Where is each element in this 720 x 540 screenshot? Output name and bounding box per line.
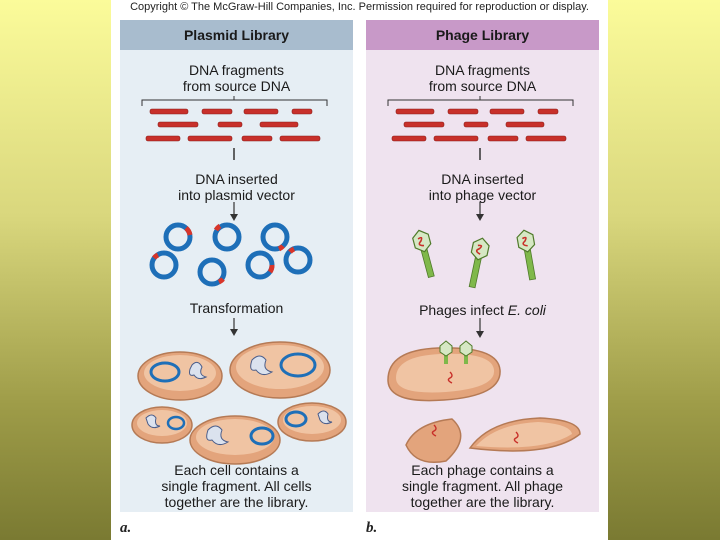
step-phage-infection-label: Phages infect E. coli [419,302,546,318]
figure-sheet: Copyright © The McGraw-Hill Companies, I… [111,0,608,540]
panel-title-phage: Phage Library [366,20,599,50]
phages [412,229,537,289]
step-dna-fragments-label-b: DNA fragments from source DNA [428,62,537,94]
arrow-to-infection [476,318,484,338]
arrow-to-plasmids [230,202,238,221]
step-dna-fragments-label-a: DNA fragments from source DNA [182,62,291,94]
dna-fragments-b [391,108,567,142]
phage-library-panel: Phage Library DNA fragments from source … [366,20,599,512]
plasmid-library-panel: Plasmid Library DNA fragments from sourc… [120,20,353,512]
caption-phage: Each phage contains a single fragment. A… [401,462,564,510]
plasmids [149,222,313,287]
plasmid-inserts [152,223,296,285]
arrow-to-cells [230,318,238,336]
dna-fragments-a [145,108,321,142]
arrow-to-phages [476,202,484,221]
panel-title-plasmid: Plasmid Library [120,20,353,50]
caption-plasmid: Each cell contains a single fragment. Al… [161,462,312,510]
step-transformation-label: Transformation [189,300,284,316]
bracket-b [387,96,574,106]
step-dna-inserted-label-b: DNA inserted into phage vector [428,171,537,203]
step-dna-inserted-label-a: DNA inserted into plasmid vector [178,171,295,203]
copyright-notice: Copyright © The McGraw-Hill Companies, I… [130,1,589,13]
bacterial-cells [131,341,347,465]
panel-tag-a: a. [120,520,132,536]
panel-tag-b: b. [366,520,378,536]
plasmid-diagram [131,96,347,465]
phage-diagram [387,96,581,463]
infected-cells [387,340,581,463]
bracket-a [141,96,328,106]
